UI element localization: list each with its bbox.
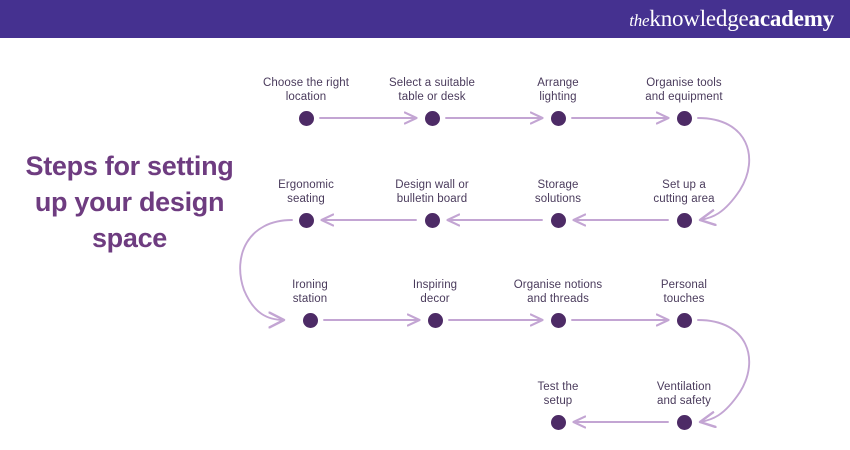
step-label-2-line2: table or desk bbox=[398, 91, 466, 103]
step-label-12-line1: Personal bbox=[660, 279, 708, 291]
page-title: Steps for setting up your design space bbox=[25, 151, 234, 253]
step-label-7-line2: bulletin board bbox=[396, 193, 468, 205]
step-label-11-line2: and threads bbox=[527, 293, 589, 305]
connector-curve-row1-row2 bbox=[697, 117, 751, 220]
step-label-14-line2: setup bbox=[543, 395, 573, 407]
step-label-5-line2: cutting area bbox=[653, 193, 715, 205]
step-label-1: Choose the right location bbox=[240, 76, 372, 104]
brand-logo: theknowledgeacademy bbox=[629, 7, 834, 32]
step-label-14: Test the setup bbox=[492, 380, 624, 408]
step-label-8-line1: Ergonomic bbox=[278, 179, 334, 191]
step-label-11: Organise notions and threads bbox=[492, 278, 624, 306]
step-label-12: Personal touches bbox=[618, 278, 750, 306]
step-dot-6 bbox=[550, 212, 566, 228]
step-label-6: Storage solutions bbox=[492, 178, 624, 206]
step-label-4-line2: and equipment bbox=[645, 91, 723, 103]
step-dot-11 bbox=[550, 312, 566, 328]
step-dot-9 bbox=[302, 312, 318, 328]
step-dot-14 bbox=[550, 414, 566, 430]
step-dot-5 bbox=[676, 212, 692, 228]
header-band: theknowledgeacademy bbox=[0, 0, 850, 38]
step-label-11-line1: Organise notions bbox=[513, 279, 603, 291]
step-label-2: Select a suitable table or desk bbox=[366, 76, 498, 104]
step-label-10: Inspiring decor bbox=[369, 278, 501, 306]
step-label-3-line1: Arrange bbox=[537, 77, 579, 89]
step-label-10-line1: Inspiring bbox=[412, 279, 458, 291]
step-label-4: Organise tools and equipment bbox=[618, 76, 750, 104]
step-label-7: Design wall or bulletin board bbox=[366, 178, 498, 206]
step-label-1-line1: Choose the right bbox=[263, 77, 349, 89]
step-label-9-line1: Ironing bbox=[292, 279, 328, 291]
step-label-12-line2: touches bbox=[663, 293, 705, 305]
step-dot-2 bbox=[424, 110, 440, 126]
step-label-2-line1: Select a suitable bbox=[388, 77, 476, 89]
step-dot-7 bbox=[424, 212, 440, 228]
step-label-3: Arrange lighting bbox=[492, 76, 624, 104]
step-label-13-line2: and safety bbox=[656, 395, 712, 407]
step-label-8: Ergonomic seating bbox=[240, 178, 372, 206]
connector-curve-row2-row3 bbox=[239, 219, 293, 320]
step-label-6-line2: solutions bbox=[534, 193, 582, 205]
step-label-6-line1: Storage bbox=[537, 179, 579, 191]
step-label-13-line1: Ventilation bbox=[656, 381, 712, 393]
step-dot-4 bbox=[676, 110, 692, 126]
step-label-7-line1: Design wall or bbox=[395, 179, 469, 191]
step-label-10-line2: decor bbox=[420, 293, 450, 305]
step-label-1-line2: location bbox=[285, 91, 327, 103]
logo-text-academy: academy bbox=[748, 5, 835, 31]
connector-curve-row3-row4 bbox=[697, 319, 751, 422]
step-label-5: Set up a cutting area bbox=[618, 178, 750, 206]
step-label-4-line1: Organise tools bbox=[646, 77, 722, 89]
step-dot-8 bbox=[298, 212, 314, 228]
step-label-8-line2: seating bbox=[287, 193, 325, 205]
step-dot-3 bbox=[550, 110, 566, 126]
step-label-9: Ironing station bbox=[244, 278, 376, 306]
step-label-3-line2: lighting bbox=[539, 91, 577, 103]
step-dot-10 bbox=[427, 312, 443, 328]
step-label-13: Ventilation and safety bbox=[618, 380, 750, 408]
step-dot-1 bbox=[298, 110, 314, 126]
logo-text-knowledge: knowledge bbox=[649, 5, 749, 31]
step-dot-12 bbox=[676, 312, 692, 328]
step-label-5-line1: Set up a bbox=[662, 179, 706, 191]
logo-text-the: the bbox=[629, 10, 650, 30]
step-dot-13 bbox=[676, 414, 692, 430]
step-label-9-line2: station bbox=[292, 293, 328, 305]
flow-connectors bbox=[239, 38, 751, 450]
process-flow-diagram: Choose the right location Select a suita… bbox=[0, 38, 850, 450]
step-label-14-line1: Test the bbox=[537, 381, 579, 393]
